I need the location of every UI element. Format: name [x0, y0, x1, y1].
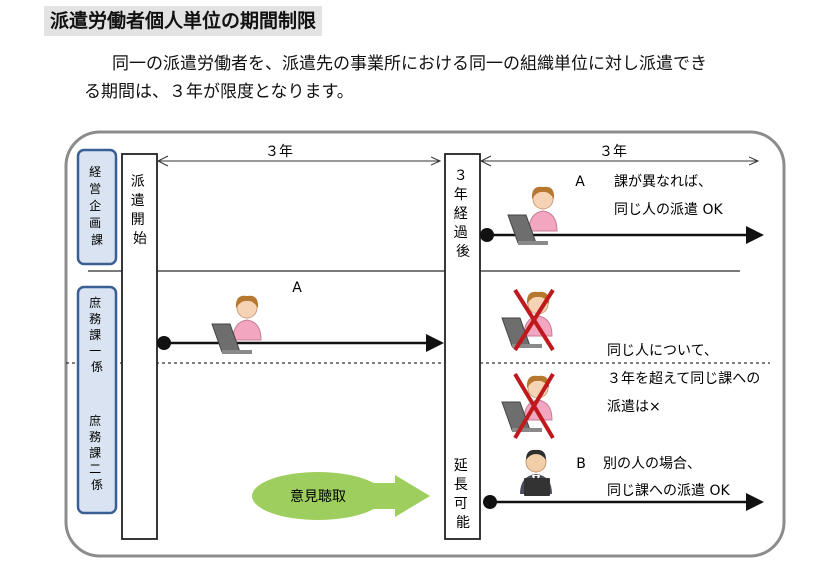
case-a-text-1: 課が異なれば、 — [614, 174, 712, 190]
start-column — [121, 153, 158, 540]
timeline-arrowhead-b — [746, 493, 764, 511]
cross-icon — [513, 372, 555, 440]
case-b-text-2: 同じ課への派遣 OK — [607, 483, 730, 499]
ng-note-line-2: ３年を超えて同じ課への — [607, 371, 760, 387]
dept-label-shomu2: 庶 務 課 二 係 — [89, 413, 105, 492]
opinion-bubble — [252, 472, 384, 520]
cross-icon — [513, 288, 555, 352]
ng-note-line-3: 派遣は× — [607, 399, 661, 415]
extend-label: 延 長 可 能 — [454, 458, 472, 531]
period-label-right: ３年 — [599, 144, 627, 160]
after-3-years-label: ３ 年 経 過 後 — [454, 168, 472, 260]
timeline-arrowhead-initial — [426, 334, 444, 352]
case-b-text-1: 別の人の場合、 — [603, 456, 701, 472]
case-a-label: A — [575, 174, 585, 190]
period-label-left: ３年 — [265, 144, 293, 160]
intro-line-1: 同一の派遣労働者を、派遣先の事業所における同一の組織単位に対し派遣でき — [112, 54, 707, 74]
timeline-arrowhead-a — [746, 226, 764, 244]
dept-box-shomu — [76, 285, 118, 515]
intro-text: 同一の派遣労働者を、派遣先の事業所における同一の組織単位に対し派遣でき る期間は… — [84, 50, 804, 106]
after-3-years-column — [444, 153, 481, 540]
case-a-text-2: 同じ人の派遣 OK — [614, 202, 723, 218]
case-b-label: B — [576, 456, 586, 472]
page-title: 派遣労働者個人単位の期間制限 — [44, 6, 323, 36]
ng-note-line-1: 同じ人について、 — [607, 343, 718, 359]
dept-label-shomu1: 庶 務 課 一 係 — [89, 295, 105, 374]
worker-a-label: A — [292, 280, 302, 296]
opinion-arrow — [370, 475, 430, 517]
opinion-label: 意見聴取 — [290, 488, 346, 505]
intro-line-2: る期間は、３年が限度となります。 — [84, 82, 354, 102]
dept-label-keiei: 経 営 企 画 課 — [89, 165, 105, 247]
dept-box-keiei — [76, 148, 118, 266]
start-label: 派 遣 開 始 — [131, 174, 149, 247]
